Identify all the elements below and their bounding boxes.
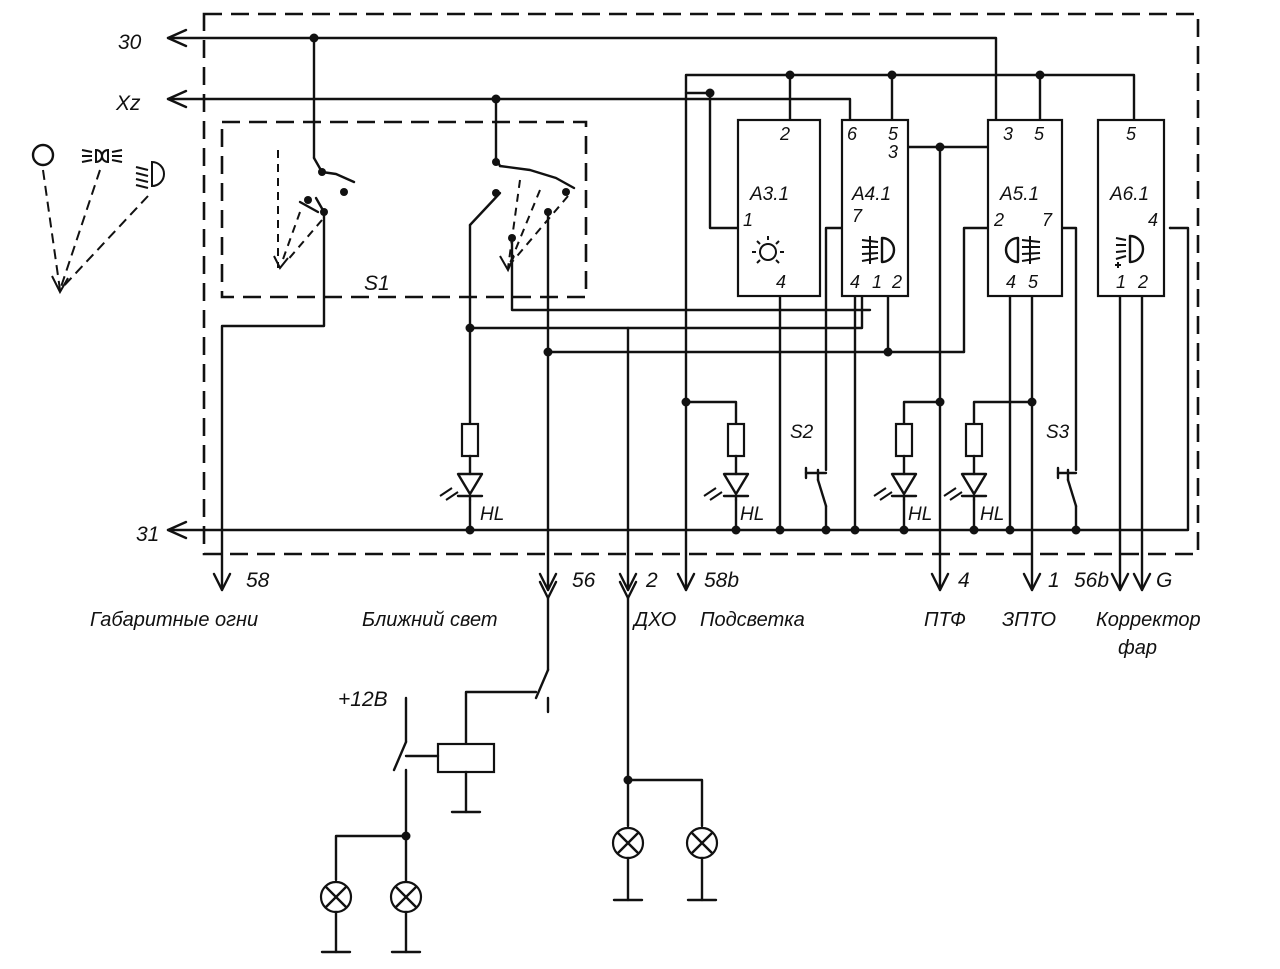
hl3-label: HL	[908, 504, 932, 525]
mode-arrow-line	[59, 169, 101, 291]
caption-corrector-2: фар	[1118, 637, 1157, 659]
relay-circuit: +12В	[319, 596, 550, 954]
module-a3: 2 A3.1 1 4	[736, 118, 822, 298]
front-fog-light-icon	[861, 236, 896, 264]
module-a6: 5 A6.1 4 1 2	[1096, 118, 1166, 298]
indicator-hl2: HL	[703, 422, 764, 525]
a6-pin-b2: 2	[1137, 272, 1148, 292]
a4-pin-b2: 1	[872, 272, 882, 292]
a5-pin-b2: 5	[1028, 272, 1039, 292]
a4-name: A4.1	[851, 184, 891, 205]
a3-pin-left: 1	[743, 210, 753, 230]
caption-rear-fog: ЗПТО	[1002, 609, 1056, 631]
mode-arrow-line	[42, 169, 61, 291]
rear-fog-light-icon	[1004, 236, 1041, 264]
s2-label: S2	[790, 422, 814, 443]
mode-arrow-line	[59, 195, 149, 291]
low-beam-icon	[135, 160, 165, 189]
terminal-58b-label: 58b	[704, 569, 739, 592]
caption-backlight: Подсветка	[700, 609, 805, 631]
a4-pin-6: 6	[847, 124, 858, 144]
s3-label: S3	[1046, 422, 1070, 443]
hl4-label: HL	[980, 504, 1004, 525]
terminal-56b-label: 56b	[1074, 569, 1109, 592]
terminal-30-label: 30	[118, 31, 142, 54]
caption-fog: ПТФ	[924, 609, 966, 631]
terminal-xz-label: Xz	[115, 92, 141, 115]
caption-drl: ДХО	[632, 609, 676, 631]
terminal-g-label: G	[1156, 569, 1172, 592]
a5-pin-2: 2	[993, 210, 1004, 230]
module-a4: 6 5 3 A4.1 7 4 1 2	[840, 118, 910, 298]
a5-name: A5.1	[999, 184, 1039, 205]
caption-low-beam: Ближний свет	[362, 609, 498, 631]
a5-pin-7: 7	[1042, 210, 1053, 230]
switch-s2: S2	[790, 422, 828, 508]
mode-arrow-head	[51, 275, 69, 295]
terminal-1-label: 1	[1048, 569, 1060, 592]
a3-pin-bottom: 4	[776, 272, 786, 292]
a4-pin-7: 7	[852, 206, 863, 226]
a5-pin-b1: 4	[1006, 272, 1016, 292]
unit-enclosure	[202, 12, 1200, 556]
junctions	[304, 33, 1081, 535]
indicator-hl1: HL	[439, 422, 504, 525]
terminal-58-label: 58	[246, 569, 270, 592]
a6-name: A6.1	[1109, 184, 1149, 205]
mode-icons	[31, 143, 165, 295]
hl2-label: HL	[740, 504, 764, 525]
output-arrows	[212, 572, 1152, 600]
a5-pin-5: 5	[1034, 124, 1045, 144]
indicator-hl3: HL	[873, 422, 932, 525]
parking-light-icon	[81, 148, 123, 164]
a6-pin-5: 5	[1126, 124, 1137, 144]
a4-pin-b3: 2	[891, 272, 902, 292]
switch-s1-label: S1	[364, 272, 390, 295]
a5-pin-3: 3	[1003, 124, 1013, 144]
caption-marker-lights: Габаритные огни	[90, 609, 258, 631]
relay-coil	[436, 742, 496, 774]
off-mode-icon	[31, 143, 55, 167]
caption-corrector-1: Корректор	[1096, 609, 1201, 631]
indicator-hl4: HL	[943, 422, 1004, 525]
terminal-2-label: 2	[645, 569, 658, 592]
module-a5: 3 5 A5.1 2 7 4 5	[986, 118, 1064, 298]
a4-pin-b1: 4	[850, 272, 860, 292]
a3-pin-top: 2	[779, 124, 790, 144]
drl-circuit	[611, 596, 719, 902]
supply-plus12-label: +12В	[338, 688, 388, 711]
a3-name: A3.1	[749, 184, 789, 205]
a4-pin-3: 3	[888, 142, 898, 162]
terminal-31-label: 31	[136, 523, 159, 546]
a6-pin-4: 4	[1148, 210, 1158, 230]
terminal-4-label: 4	[958, 569, 970, 592]
hl1-label: HL	[480, 504, 504, 525]
a6-pin-b1: 1	[1116, 272, 1126, 292]
switch-s3: S3	[1046, 422, 1078, 508]
terminal-56-label: 56	[572, 569, 596, 592]
interior-light-icon	[752, 236, 784, 264]
a4-pin-5: 5	[888, 124, 899, 144]
headlight-corrector-icon	[1115, 234, 1145, 268]
